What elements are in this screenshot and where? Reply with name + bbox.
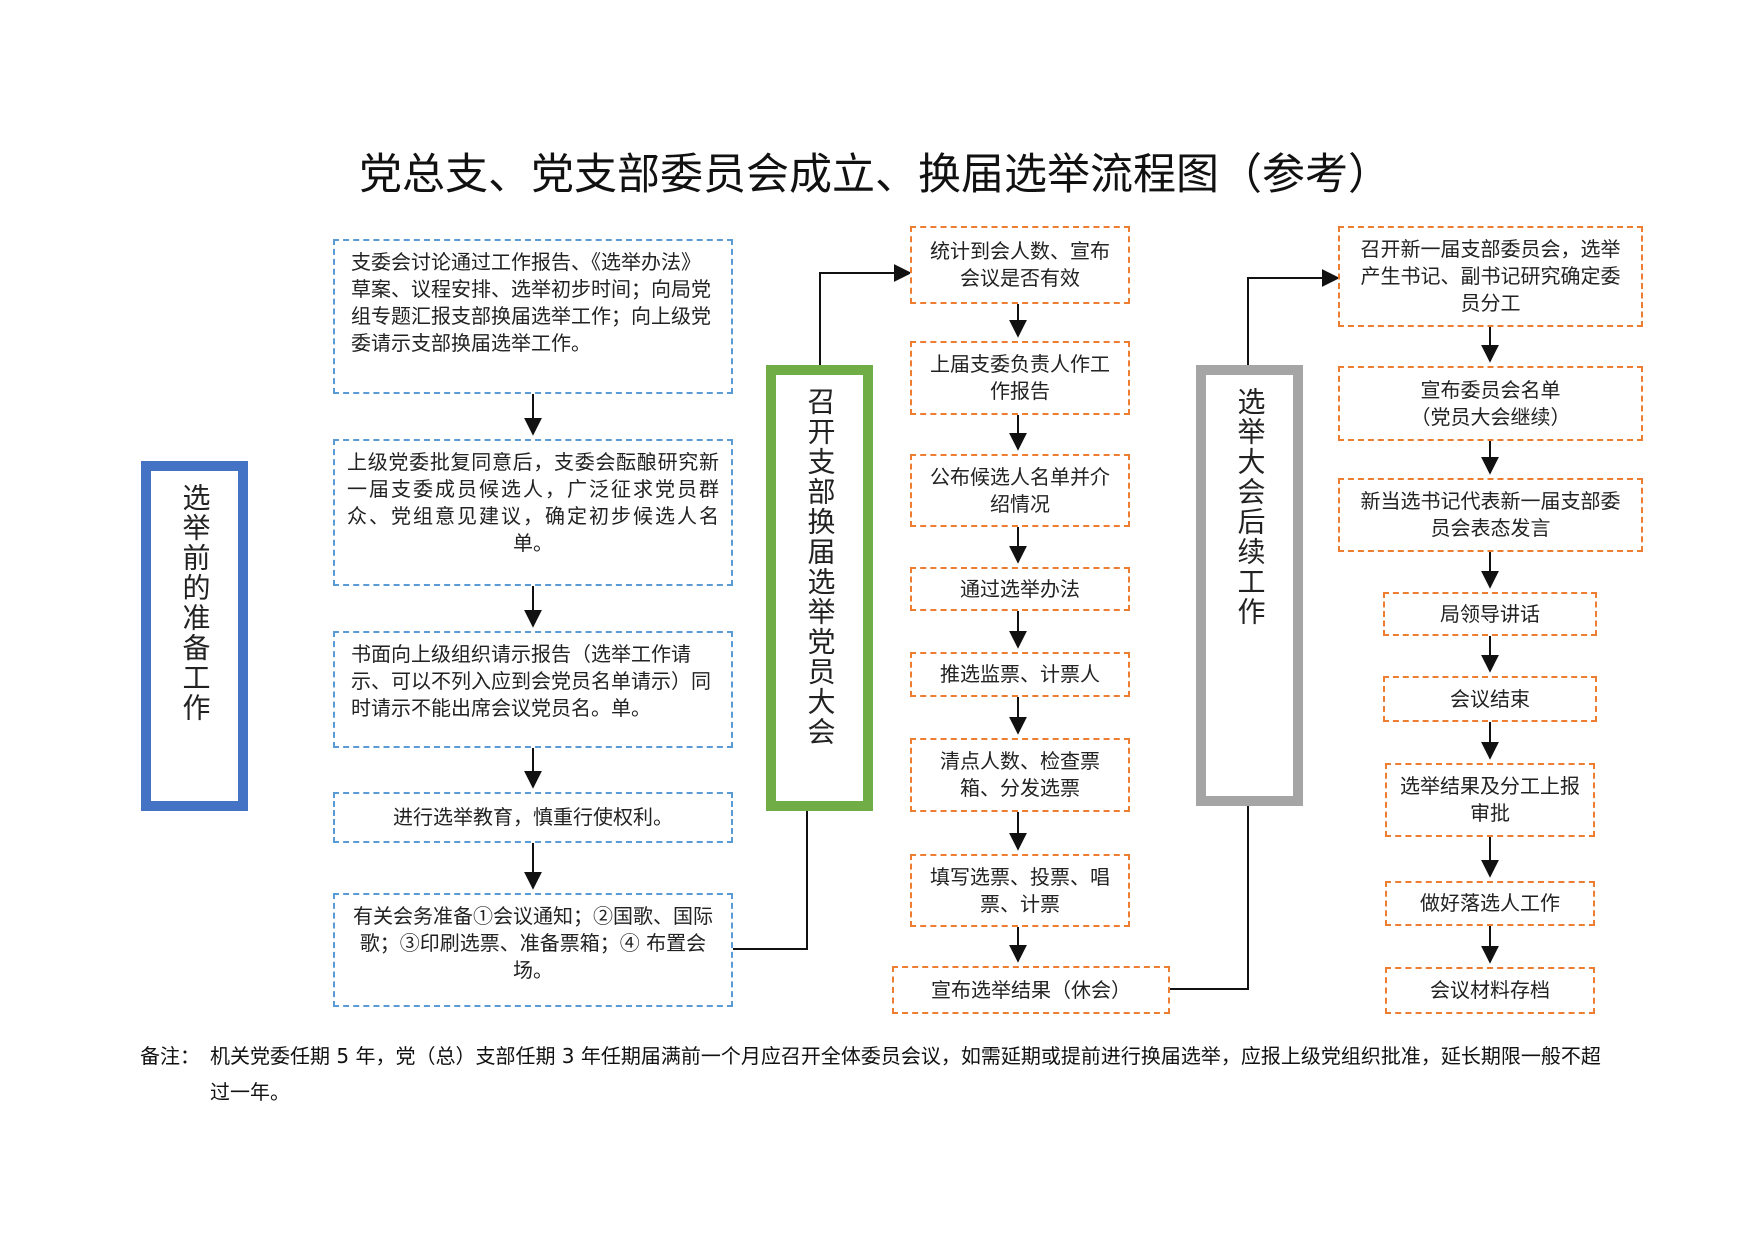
connector-followup-to-step1 [1247, 269, 1340, 365]
followup-step-8: 会议材料存档 [1385, 967, 1595, 1014]
stage-congress-label: 召开支部换届选举党员大会 [803, 387, 837, 747]
followup-step-7: 做好落选人工作 [1385, 881, 1595, 926]
prep-step-4: 进行选举教育，慎重行使权利。 [333, 792, 733, 843]
connector-congress-to-followup [1170, 806, 1249, 990]
stage-followup-label: 选举大会后续工作 [1233, 387, 1267, 627]
congress-step-2: 上届支委负责人作工作报告 [910, 341, 1130, 415]
followup-step-3: 新当选书记代表新一届支部委员会表态发言 [1338, 478, 1643, 552]
followup-step-2: 宣布委员会名单（党员大会继续） [1338, 366, 1643, 441]
congress-step-5-text: 推选监票、计票人 [940, 662, 1100, 686]
followup-step-7-text: 做好落选人工作 [1420, 891, 1560, 915]
connector-congress-to-step1 [819, 264, 912, 365]
prep-step-2: 上级党委批复同意后，支委会酝酿研究新一届支委成员候选人，广泛征求党员群众、党组意… [333, 439, 733, 586]
congress-step-1: 统计到会人数、宣布会议是否有效 [910, 226, 1130, 304]
followup-step-2-text: 宣布委员会名单（党员大会继续） [1410, 377, 1571, 429]
prep-step-1: 支委会讨论通过工作报告、《选举办法》草案、议程安排、选举初步时间；向局党组专题汇… [333, 239, 733, 394]
connector-prep-to-congress [732, 811, 808, 950]
stage-preparation-label: 选举前的准备工作 [178, 483, 212, 723]
footnote: 备注： 机关党委任期 5 年，党（总）支部任期 3 年任期届满前一个月应召开全体… [140, 1038, 1620, 1110]
congress-step-2-text: 上届支委负责人作工作报告 [930, 352, 1110, 403]
followup-step-4: 局领导讲话 [1383, 592, 1597, 636]
followup-step-5: 会议结束 [1383, 676, 1597, 722]
congress-step-8-text: 宣布选举结果（休会） [931, 977, 1131, 1002]
followup-step-6: 选举结果及分工上报审批 [1385, 763, 1595, 837]
congress-step-6: 清点人数、检查票箱、分发选票 [910, 738, 1130, 812]
footnote-label: 备注： [140, 1044, 200, 1068]
congress-step-1-text: 统计到会人数、宣布会议是否有效 [930, 239, 1110, 290]
prep-step-5: 有关会务准备①会议通知；②国歌、国际歌；③印刷选票、准备票箱；④ 布置会场。 [333, 893, 733, 1007]
congress-step-7-text: 填写选票、投票、唱票、计票 [930, 864, 1110, 916]
followup-step-1-text: 召开新一届支部委员会，选举产生书记、副书记研究确定委员分工 [1360, 237, 1621, 315]
congress-step-4: 通过选举办法 [910, 567, 1130, 611]
prep-step-3-text: 书面向上级组织请示报告（选举工作请示、可以不列入应到会党员名单请示）同时请示不能… [351, 642, 711, 720]
followup-step-5-text: 会议结束 [1450, 686, 1530, 711]
prep-step-5-text: 有关会务准备①会议通知；②国歌、国际歌；③印刷选票、准备票箱；④ 布置会场。 [353, 904, 713, 982]
followup-step-4-text: 局领导讲话 [1440, 601, 1540, 626]
prep-step-2-text: 上级党委批复同意后，支委会酝酿研究新一届支委成员候选人，广泛征求党员群众、党组意… [347, 450, 719, 555]
congress-step-3: 公布候选人名单并介绍情况 [910, 454, 1130, 527]
congress-step-7: 填写选票、投票、唱票、计票 [910, 854, 1130, 927]
congress-step-5: 推选监票、计票人 [910, 652, 1130, 697]
stage-congress: 召开支部换届选举党员大会 [766, 365, 873, 811]
footnote-text: 机关党委任期 5 年，党（总）支部任期 3 年任期届满前一个月应召开全体委员会议… [210, 1044, 1601, 1104]
congress-step-4-text: 通过选举办法 [960, 576, 1080, 601]
congress-step-8: 宣布选举结果（休会） [892, 966, 1170, 1014]
followup-step-3-text: 新当选书记代表新一届支部委员会表态发言 [1360, 489, 1621, 540]
congress-step-6-text: 清点人数、检查票箱、分发选票 [940, 749, 1100, 800]
followup-step-6-text: 选举结果及分工上报审批 [1400, 774, 1580, 825]
stage-preparation: 选举前的准备工作 [141, 461, 248, 811]
followup-step-1: 召开新一届支部委员会，选举产生书记、副书记研究确定委员分工 [1338, 226, 1643, 327]
prep-step-3: 书面向上级组织请示报告（选举工作请示、可以不列入应到会党员名单请示）同时请示不能… [333, 631, 733, 748]
prep-step-1-text: 支委会讨论通过工作报告、《选举办法》草案、议程安排、选举初步时间；向局党组专题汇… [351, 250, 711, 355]
page-title: 党总支、党支部委员会成立、换届选举流程图（参考） [359, 150, 1391, 200]
congress-step-3-text: 公布候选人名单并介绍情况 [930, 464, 1110, 516]
stage-followup: 选举大会后续工作 [1196, 365, 1303, 806]
followup-step-8-text: 会议材料存档 [1430, 978, 1550, 1002]
prep-step-4-text: 进行选举教育，慎重行使权利。 [393, 805, 673, 829]
